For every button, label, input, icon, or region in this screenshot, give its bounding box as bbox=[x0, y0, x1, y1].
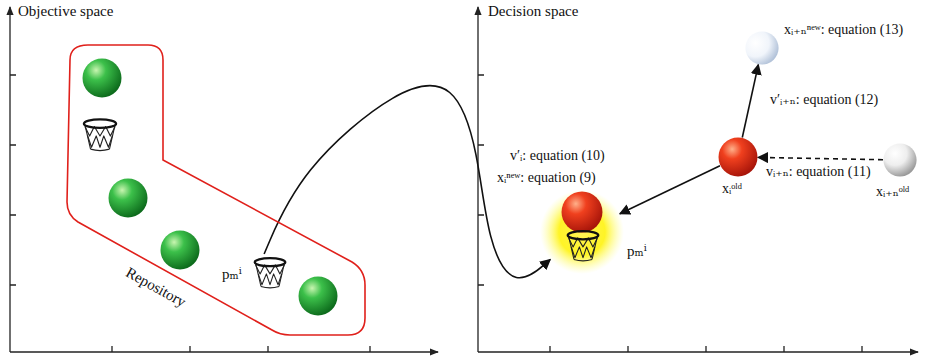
green-particle bbox=[83, 59, 122, 98]
objective-axes bbox=[10, 7, 438, 352]
edge-label: vᵢ₊ₙ: equation (11) bbox=[764, 164, 873, 181]
glow bbox=[540, 190, 624, 274]
particle-node: xᵢ₊ₙⁿᵉʷ: equation (13) bbox=[745, 31, 779, 65]
region-label: Repository bbox=[123, 263, 189, 311]
region-outline bbox=[67, 45, 365, 335]
basket-node: pₘⁱ bbox=[220, 254, 292, 292]
node-art bbox=[60, 40, 370, 340]
edge-label: v′ᵢ: equation (10) bbox=[508, 148, 607, 165]
math-label: pₘⁱ bbox=[627, 242, 647, 260]
edge-label: v′ᵢ₊ₙ: equation (12) bbox=[768, 92, 880, 109]
particle-node: xᵢ₊ₙᵒˡᵈ bbox=[883, 143, 917, 177]
basket-icon bbox=[568, 231, 599, 261]
node-art bbox=[540, 190, 624, 274]
x-axis bbox=[478, 351, 918, 352]
axis-ticks bbox=[10, 75, 16, 285]
math-label: pₘⁱ bbox=[222, 265, 242, 283]
particle-node: xᵢᵒˡᵈ bbox=[718, 137, 758, 177]
x-axis bbox=[10, 351, 438, 352]
math-label: xᵢᵒˡᵈ bbox=[722, 181, 742, 198]
arrow-connector bbox=[758, 157, 883, 159]
green-particle bbox=[109, 179, 148, 218]
decision-axes bbox=[478, 7, 918, 352]
math-label: xᵢ₊ₙᵒˡᵈ bbox=[876, 184, 909, 201]
y-axis bbox=[477, 7, 478, 352]
repository-region: Repository pₘⁱ bbox=[60, 40, 370, 340]
new-particle bbox=[745, 31, 778, 64]
basket-icon bbox=[255, 258, 286, 288]
white-particle bbox=[883, 143, 916, 176]
arrow-connector bbox=[620, 166, 720, 214]
node-art bbox=[745, 31, 779, 65]
green-particle bbox=[299, 277, 338, 316]
basket-icon bbox=[84, 119, 116, 150]
axis-title: Objective space bbox=[18, 2, 113, 20]
math-label: xᵢⁿᵉʷ: equation (9) bbox=[497, 170, 596, 187]
axis-ticks bbox=[112, 346, 370, 352]
axis-ticks bbox=[550, 346, 862, 352]
red-particle bbox=[562, 192, 603, 233]
green-particle bbox=[161, 231, 200, 270]
y-axis bbox=[9, 7, 10, 352]
arrow-connector bbox=[742, 65, 758, 138]
node-art bbox=[718, 137, 758, 177]
axis-title: Decision space bbox=[488, 2, 578, 20]
red-particle bbox=[719, 138, 758, 177]
math-label: xᵢ₊ₙⁿᵉʷ: equation (13) bbox=[784, 22, 903, 39]
target-glow: xᵢⁿᵉʷ: equation (9)pₘⁱ bbox=[540, 190, 624, 274]
node-art bbox=[883, 143, 917, 177]
